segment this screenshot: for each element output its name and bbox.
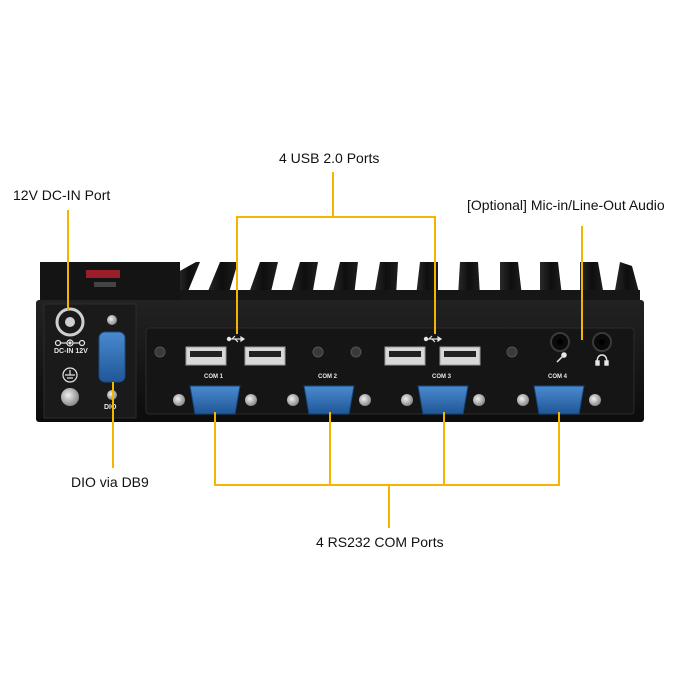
usb-callout: 4 USB 2.0 Ports — [279, 150, 380, 166]
usb-leader-right — [434, 216, 436, 334]
com-leader-4 — [558, 412, 560, 486]
com-leader-1 — [214, 412, 216, 486]
com-leader-2 — [329, 412, 331, 486]
dc-in-panel-label: DC-IN 12V — [54, 348, 88, 355]
com-leader-stem — [388, 484, 390, 528]
ground-icon — [62, 367, 78, 383]
com4-panel-label: COM 4 — [548, 374, 568, 380]
dio-callout: DIO via DB9 — [71, 474, 149, 490]
com-callout: 4 RS232 COM Ports — [316, 534, 444, 550]
dcin-callout: 12V DC-IN Port — [13, 187, 111, 203]
usb-icon — [423, 335, 443, 343]
dio-leader — [112, 382, 114, 468]
status-strip-dark — [94, 282, 116, 287]
usb-leader-bar — [236, 216, 436, 218]
ground-screw — [61, 388, 79, 406]
dc-polarity-icon — [54, 339, 86, 347]
usb-ports — [185, 346, 481, 366]
dio-db9-port — [98, 315, 126, 400]
com2-panel-label: COM 2 — [318, 374, 338, 380]
usb-icon — [226, 335, 246, 343]
dcin-leader — [67, 210, 69, 310]
com-leader-bar — [214, 484, 560, 486]
mic-icon — [556, 352, 567, 363]
com-leader-3 — [443, 412, 445, 486]
com3-panel-label: COM 3 — [432, 374, 452, 380]
dio-panel-label: DIO — [104, 404, 117, 411]
dc-in-jack — [55, 307, 85, 337]
com1-panel-label: COM 1 — [204, 374, 224, 380]
audio-callout: [Optional] Mic-in/Line-Out Audio — [467, 197, 665, 213]
status-strip — [86, 270, 120, 278]
panel-screws — [154, 346, 518, 358]
audio-leader — [581, 226, 583, 340]
com-ports — [173, 385, 601, 415]
headphone-icon — [595, 354, 609, 366]
heatsink-fins — [178, 262, 640, 296]
usb-leader-stem — [332, 172, 334, 216]
audio-jacks — [550, 332, 612, 352]
usb-leader-left — [236, 216, 238, 334]
